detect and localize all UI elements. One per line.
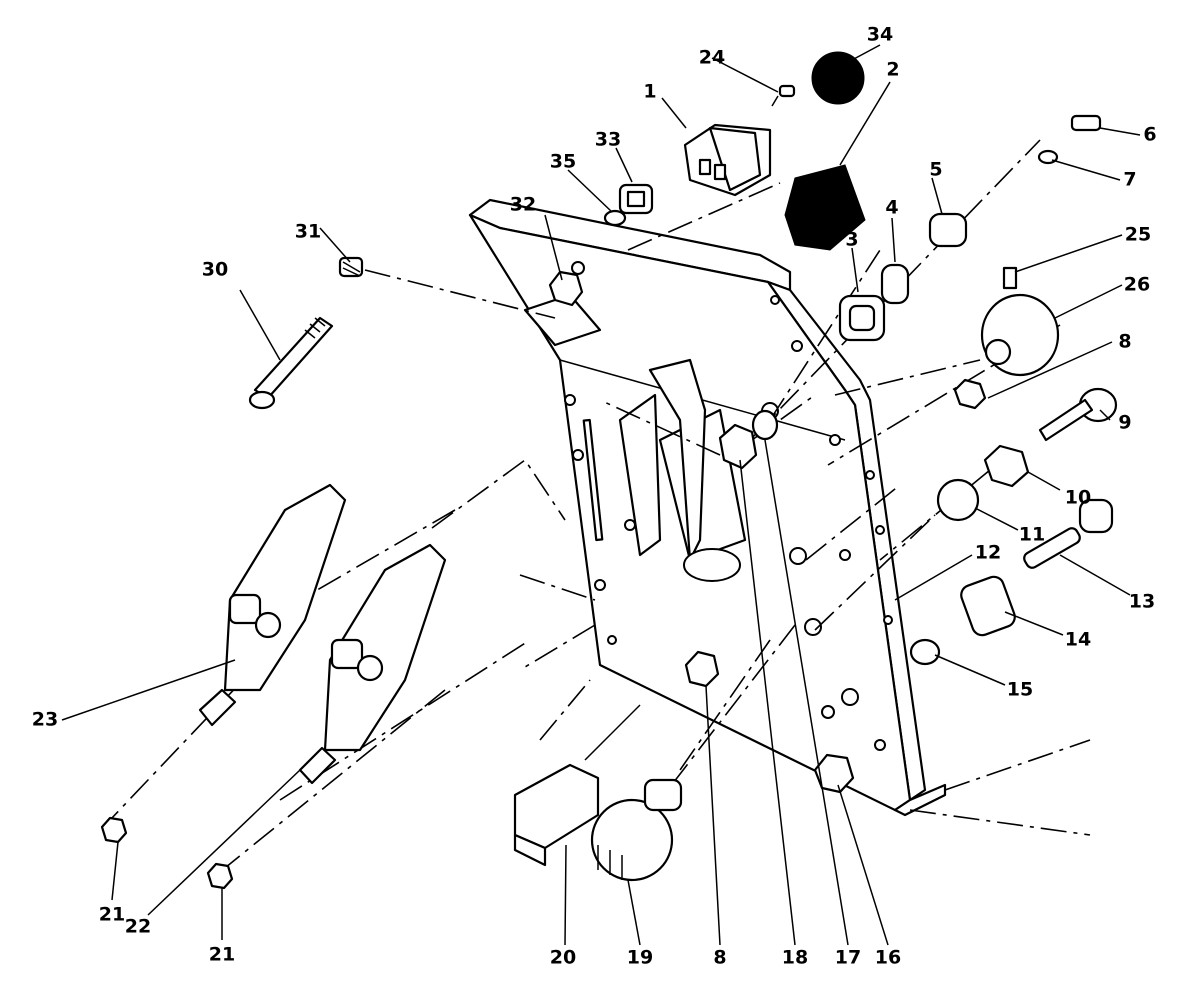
part-1-relay <box>683 123 772 197</box>
callout-17: 17 <box>835 947 861 969</box>
callout-19: 19 <box>627 947 653 969</box>
callout-23: 23 <box>32 709 58 731</box>
callout-10: 10 <box>1065 487 1091 509</box>
callout-5: 5 <box>929 159 942 181</box>
part-24-screw <box>771 84 796 107</box>
callout-8-right: 8 <box>1118 331 1131 353</box>
callout-2: 2 <box>886 59 899 81</box>
part-2-boot <box>784 164 866 251</box>
callout-1: 1 <box>643 81 656 103</box>
part-14-fuseholder <box>960 575 1016 637</box>
part-9-tag <box>1038 387 1118 442</box>
part-23-lever <box>198 483 347 727</box>
mounting-panel <box>468 198 947 817</box>
callout-15: 15 <box>1007 679 1033 701</box>
part-21-nut-bottom <box>206 862 234 890</box>
callout-6: 6 <box>1143 124 1156 146</box>
part-31-spring <box>338 256 364 278</box>
part-6-screw <box>1070 114 1102 132</box>
callout-21-left: 21 <box>99 904 125 926</box>
part-fuse-cap <box>1078 498 1114 534</box>
callout-21-bottom: 21 <box>209 944 235 966</box>
part-20-toggle-switch <box>513 704 641 867</box>
callout-12: 12 <box>975 542 1001 564</box>
callout-26: 26 <box>1124 274 1150 296</box>
part-33-bushing <box>618 183 654 215</box>
callout-4: 4 <box>885 197 898 219</box>
part-19-rotary-switch <box>590 778 683 882</box>
part-35-washer <box>603 209 627 227</box>
part-11-washer <box>936 478 980 522</box>
callout-16: 16 <box>875 947 901 969</box>
callout-9: 9 <box>1118 412 1131 434</box>
part-4-lamp <box>880 263 910 305</box>
callout-3: 3 <box>845 229 858 251</box>
part-15-ring <box>909 638 941 666</box>
part-3-switch <box>838 294 886 342</box>
part-10-nut <box>983 444 1030 488</box>
part-34-knob <box>811 51 865 105</box>
callout-31: 31 <box>295 221 321 243</box>
part-13-fuse <box>1023 527 1081 569</box>
part-18-nut <box>718 423 758 470</box>
callout-11: 11 <box>1019 524 1045 546</box>
part-25-setscrew <box>1002 266 1018 290</box>
callout-14: 14 <box>1065 629 1091 651</box>
callout-7: 7 <box>1123 169 1136 191</box>
callout-24: 24 <box>699 47 725 69</box>
part-17-washer <box>751 409 779 441</box>
part-8-nut-center <box>684 650 720 688</box>
callout-22: 22 <box>125 916 151 938</box>
callout-13: 13 <box>1129 591 1155 613</box>
callout-20: 20 <box>550 947 576 969</box>
callout-35: 35 <box>550 151 576 173</box>
part-5-socket <box>928 212 968 248</box>
callout-labels: 1 2 3 4 5 6 7 8 8 9 10 11 12 13 14 15 16… <box>32 24 1157 969</box>
callout-30: 30 <box>202 259 228 281</box>
part-30-shaft <box>248 316 334 410</box>
callout-33: 33 <box>595 129 621 151</box>
callout-25: 25 <box>1125 224 1151 246</box>
part-21-nut-left <box>100 816 128 844</box>
callout-34: 34 <box>867 24 893 46</box>
part-8-nut-right <box>953 378 987 410</box>
part-22-lever <box>298 543 447 785</box>
callout-leaders <box>61 44 1141 946</box>
callout-18: 18 <box>782 947 808 969</box>
callout-8-center: 8 <box>713 947 726 969</box>
part-26-knob <box>980 293 1060 377</box>
callout-32: 32 <box>510 194 536 216</box>
